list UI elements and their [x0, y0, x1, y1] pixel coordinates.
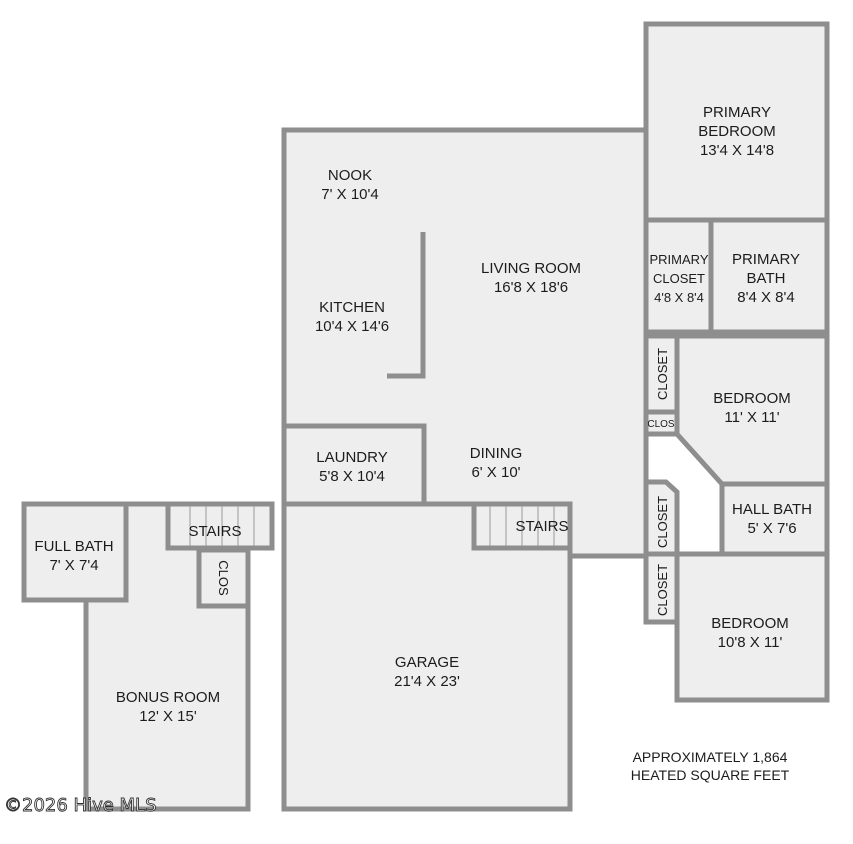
- label-bonus-room: BONUS ROOM 12' X 15': [116, 689, 220, 725]
- closet-lower: [643, 551, 680, 625]
- label-laundry: LAUNDRY 5'8 X 10'4: [316, 449, 387, 485]
- svg-text:HALL BATH: HALL BATH: [732, 501, 812, 518]
- svg-text:NOOK: NOOK: [328, 167, 372, 184]
- label-nook: NOOK 7' X 10'4: [321, 167, 378, 203]
- svg-text:PRIMARY: PRIMARY: [650, 252, 709, 267]
- svg-text:BEDROOM: BEDROOM: [713, 390, 791, 407]
- svg-text:BEDROOM: BEDROOM: [711, 615, 789, 632]
- clos-small: [643, 409, 680, 437]
- label-closet-hall: CLOSET: [655, 496, 670, 548]
- laundry: [281, 423, 427, 507]
- hall-bath: [719, 481, 830, 557]
- svg-text:BONUS ROOM: BONUS ROOM: [116, 689, 220, 706]
- svg-text:LAUNDRY: LAUNDRY: [316, 449, 387, 466]
- svg-text:13'4 X 14'8: 13'4 X 14'8: [700, 142, 774, 159]
- svg-text:4'8 X 8'4: 4'8 X 8'4: [654, 290, 704, 305]
- full-bath: [21, 501, 129, 603]
- label-closet-lower: CLOSET: [655, 564, 670, 616]
- svg-text:5'8 X 10'4: 5'8 X 10'4: [319, 468, 385, 485]
- primary-bath: [708, 217, 830, 335]
- svg-text:KITCHEN: KITCHEN: [319, 299, 385, 316]
- label-primary-bath: PRIMARY BATH 8'4 X 8'4: [732, 251, 800, 306]
- svg-text:DINING: DINING: [470, 445, 523, 462]
- bonus-stair-treads: [189, 506, 255, 546]
- svg-text:7' X 10'4: 7' X 10'4: [321, 186, 378, 203]
- svg-text:CLOSET: CLOSET: [653, 271, 705, 286]
- label-hall-bath: HALL BATH 5' X 7'6: [732, 501, 812, 537]
- svg-text:APPROXIMATELY 1,864: APPROXIMATELY 1,864: [633, 749, 788, 765]
- square-footage-note: APPROXIMATELY 1,864 HEATED SQUARE FEET: [631, 749, 790, 783]
- svg-text:8'4 X 8'4: 8'4 X 8'4: [737, 289, 794, 306]
- label-stairs-bonus: STAIRS: [188, 523, 241, 540]
- label-kitchen: KITCHEN 10'4 X 14'6: [315, 299, 389, 335]
- svg-text:BATH: BATH: [747, 270, 786, 287]
- svg-text:21'4 X 23': 21'4 X 23': [394, 673, 460, 690]
- primary-bedroom: [643, 21, 830, 223]
- label-bedroom-3: BEDROOM 10'8 X 11': [711, 615, 789, 651]
- svg-text:11' X 11': 11' X 11': [724, 409, 779, 426]
- label-garage: GARAGE 21'4 X 23': [394, 654, 460, 690]
- label-primary-closet: PRIMARY CLOSET 4'8 X 8'4: [650, 252, 709, 305]
- label-closet-upper: CLOSET: [655, 348, 670, 400]
- svg-text:12' X 15': 12' X 15': [139, 708, 197, 725]
- closet-hall: [643, 479, 680, 557]
- label-dining: DINING 6' X 10': [470, 445, 523, 481]
- svg-text:6' X 10': 6' X 10': [471, 464, 520, 481]
- svg-text:10'8 X 11': 10'8 X 11': [718, 634, 783, 651]
- svg-text:PRIMARY: PRIMARY: [703, 104, 771, 121]
- svg-text:FULL BATH: FULL BATH: [34, 538, 113, 555]
- clos-bonus: [196, 547, 251, 609]
- garage-stair-treads: [489, 506, 555, 546]
- label-bedroom-2: BEDROOM 11' X 11': [713, 390, 791, 426]
- svg-text:7' X 7'4: 7' X 7'4: [49, 557, 98, 574]
- label-clos-bonus: CLOS: [216, 560, 231, 596]
- svg-text:PRIMARY: PRIMARY: [732, 251, 800, 268]
- svg-text:GARAGE: GARAGE: [395, 654, 459, 671]
- svg-text:BEDROOM: BEDROOM: [698, 123, 776, 140]
- garage: [281, 501, 573, 812]
- kitchen-wall: [387, 232, 426, 379]
- svg-text:16'8 X 18'6: 16'8 X 18'6: [494, 279, 568, 296]
- svg-text:10'4 X 14'6: 10'4 X 14'6: [315, 318, 389, 335]
- watermark: ©2026 Hive MLS: [4, 795, 157, 816]
- svg-text:LIVING ROOM: LIVING ROOM: [481, 260, 581, 277]
- bonus-stairs: [165, 501, 275, 551]
- bedroom-3: [674, 551, 830, 703]
- label-primary-bedroom: PRIMARY BEDROOM 13'4 X 14'8: [698, 104, 776, 159]
- svg-text:HEATED SQUARE FEET: HEATED SQUARE FEET: [631, 767, 790, 783]
- label-living-room: LIVING ROOM 16'8 X 18'6: [481, 260, 581, 296]
- label-stairs-garage: STAIRS: [515, 518, 568, 535]
- label-clos-small: CLOS: [647, 419, 675, 430]
- label-full-bath: FULL BATH 7' X 7'4: [34, 538, 113, 574]
- svg-text:5' X 7'6: 5' X 7'6: [747, 520, 796, 537]
